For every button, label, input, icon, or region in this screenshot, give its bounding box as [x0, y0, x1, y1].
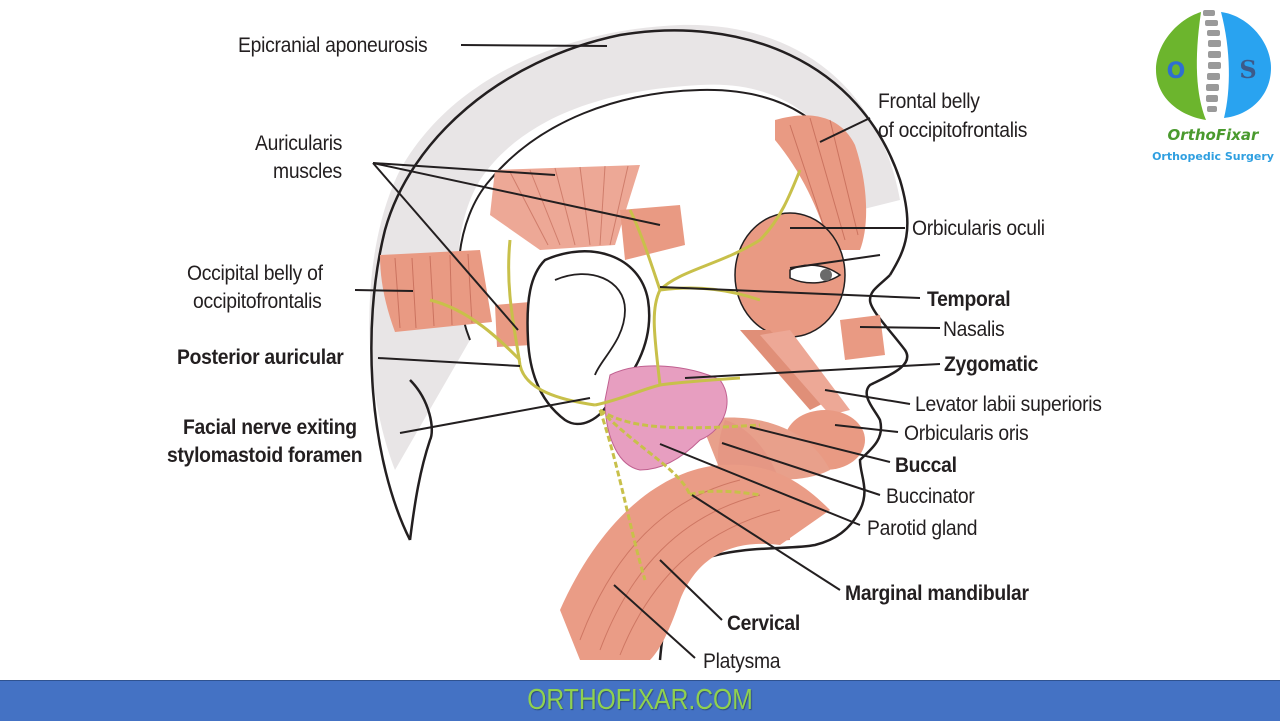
epicranial-aponeurosis-shape [369, 24, 900, 470]
label-orbicularis-oculi: Orbicularis oculi [912, 217, 1045, 240]
label-buccal: Buccal [895, 454, 957, 477]
label-facial-nerve-line2: stylomastoid foramen [167, 444, 363, 467]
label-parotid-gland: Parotid gland [867, 517, 978, 540]
leader-lines [354, 44, 941, 659]
skull-outline [370, 29, 909, 541]
label-posterior-auricular: Posterior auricular [177, 346, 344, 369]
label-zygomatic: Zygomatic [944, 353, 1039, 376]
head-illustration [354, 24, 941, 661]
logo-name: OrthoFixar [1167, 126, 1259, 144]
anatomy-diagram: Epicranial aponeurosis Auricularis muscl… [167, 0, 1280, 673]
face-profile [658, 274, 909, 661]
footer-site-link[interactable]: ORTHOFIXAR.COM [527, 684, 753, 716]
facial-nerve-branches [429, 169, 802, 581]
neck-outline [408, 379, 434, 541]
label-facial-nerve-line1: Facial nerve exiting [183, 416, 357, 439]
logo-tagline: Orthopedic Surgery [1152, 150, 1274, 163]
orthofixar-logo: O S OrthoFixar Orthopedic Surgery [1146, 0, 1280, 175]
label-temporal: Temporal [927, 288, 1011, 311]
label-marginal-mandibular: Marginal mandibular [845, 582, 1029, 605]
logo-s-glyph: S [1239, 55, 1256, 84]
label-frontal-belly-line1: Frontal belly [878, 90, 980, 113]
platysma-muscle [560, 464, 830, 660]
label-buccinator: Buccinator [886, 485, 975, 508]
label-auricularis-muscles-line1: Auricularis [255, 132, 343, 155]
label-occipital-belly-line1: Occipital belly of [187, 262, 323, 285]
label-occipital-belly-line2: occipitofrontalis [193, 290, 322, 313]
label-epicranial-aponeurosis: Epicranial aponeurosis [238, 34, 428, 57]
label-cervical: Cervical [727, 612, 800, 635]
label-frontal-belly-line2: of occipitofrontalis [878, 119, 1028, 142]
label-levator-labii-superioris: Levator labii superioris [915, 393, 1102, 416]
label-orbicularis-oris: Orbicularis oris [904, 422, 1029, 445]
label-nasalis: Nasalis [943, 318, 1005, 341]
occipital-belly-muscle [380, 250, 492, 332]
footer-banner: ORTHOFIXAR.COM [0, 680, 1280, 721]
spine-logo-icon: O S [1156, 10, 1271, 120]
logo-o-glyph: O [1167, 59, 1186, 84]
label-platysma: Platysma [703, 650, 781, 673]
label-auricularis-muscles-line2: muscles [273, 160, 342, 183]
